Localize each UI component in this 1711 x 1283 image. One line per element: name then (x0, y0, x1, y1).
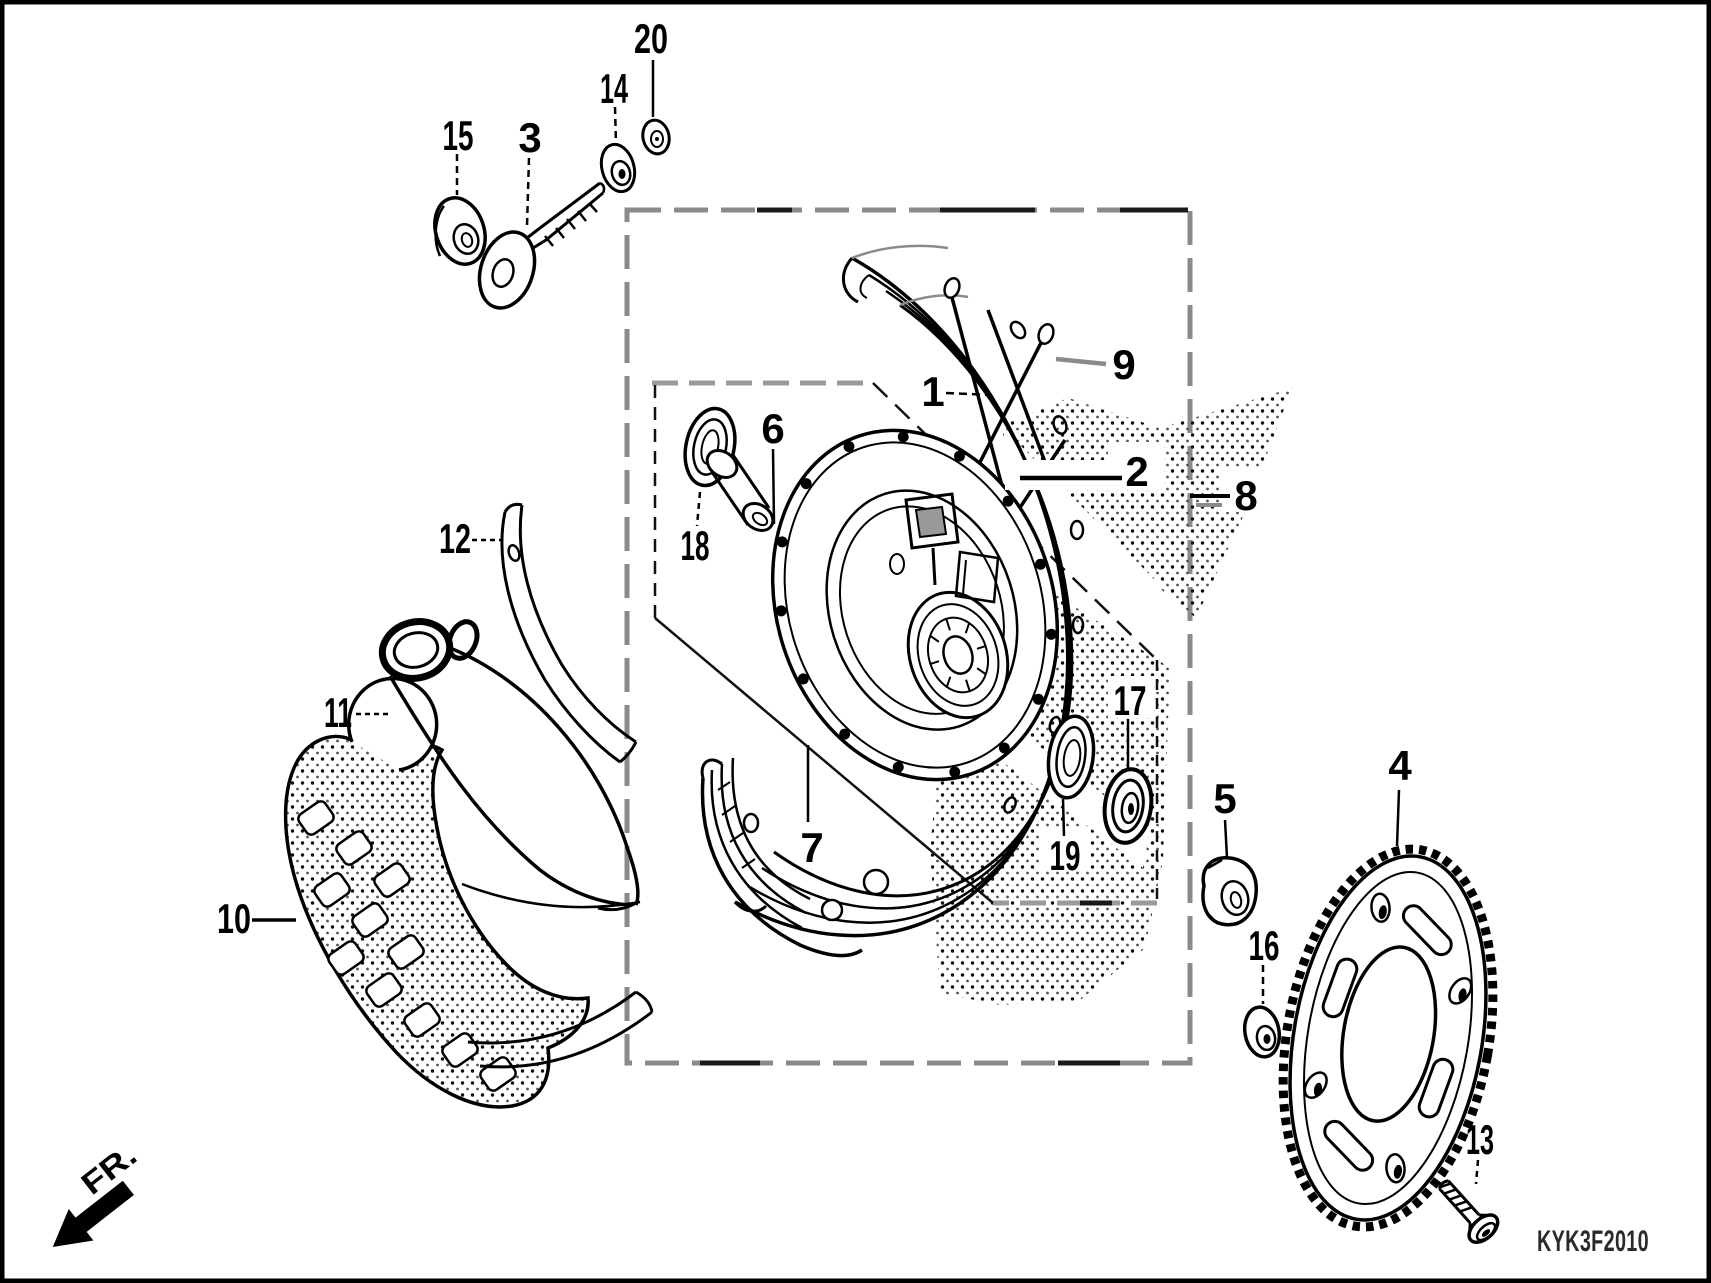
spacer-6-drawing (705, 449, 775, 532)
nut-5-drawing (1201, 856, 1258, 927)
sprocket-drawing (1278, 844, 1498, 1232)
bolt-13-drawing (1437, 1179, 1500, 1244)
hub-drawing (770, 428, 1060, 782)
leader-13 (1474, 1159, 1480, 1185)
callout-12[interactable]: 12 (439, 515, 471, 562)
leader-18 (695, 491, 702, 527)
rim-section-end-drawing (700, 757, 890, 958)
callout-14[interactable]: 14 (600, 65, 628, 112)
stopper-bolt-3 (477, 181, 606, 310)
callout-6[interactable]: 6 (761, 405, 784, 452)
callout-15[interactable]: 15 (443, 112, 474, 159)
leader-5 (1223, 819, 1229, 859)
rim-band-drawing (500, 502, 638, 764)
leader-1 (945, 391, 993, 397)
callout-16[interactable]: 16 (1249, 922, 1280, 969)
leader-14 (613, 106, 618, 145)
axle-hardware-drawings (433, 118, 671, 310)
outer-dashed-box (624, 207, 1193, 1066)
callout-18[interactable]: 18 (681, 522, 710, 569)
leader-19 (1061, 798, 1066, 837)
tube-drawing (378, 618, 641, 912)
label-halos (1005, 442, 1274, 870)
flange-nut-15 (433, 196, 487, 266)
callout-8[interactable]: 8 (1234, 472, 1257, 519)
front-arrow-icon (52, 1180, 134, 1247)
callout-1[interactable]: 1 (921, 368, 944, 415)
bearing-17-drawing (1102, 767, 1154, 845)
callout-9[interactable]: 9 (1112, 341, 1135, 388)
callout-4[interactable]: 4 (1388, 742, 1412, 789)
callout-labels: 1 2 3 4 5 6 7 8 9 10 11 12 13 14 15 16 1… (217, 15, 1494, 1163)
washer-20 (641, 118, 671, 156)
leader-9 (1055, 356, 1107, 367)
tire-drawing (283, 676, 654, 1109)
nut-16-drawing (1242, 1005, 1282, 1059)
callout-10[interactable]: 10 (217, 895, 251, 942)
callout-7[interactable]: 7 (800, 824, 823, 871)
callout-20[interactable]: 20 (634, 15, 668, 62)
leader-6 (771, 448, 776, 525)
callout-2[interactable]: 2 (1125, 448, 1148, 495)
callout-19[interactable]: 19 (1050, 832, 1081, 879)
callout-11[interactable]: 11 (324, 689, 352, 736)
nut-14 (599, 142, 637, 194)
leader-lines (252, 60, 1480, 1185)
bearing-19-drawing (1046, 714, 1096, 800)
callout-5[interactable]: 5 (1213, 775, 1236, 822)
diagram-code: KYK3F2010 (1537, 1225, 1649, 1258)
callout-3[interactable]: 3 (518, 114, 541, 161)
leader-4 (1395, 789, 1401, 847)
callout-13[interactable]: 13 (1466, 1116, 1494, 1163)
callout-17[interactable]: 17 (1114, 677, 1147, 724)
